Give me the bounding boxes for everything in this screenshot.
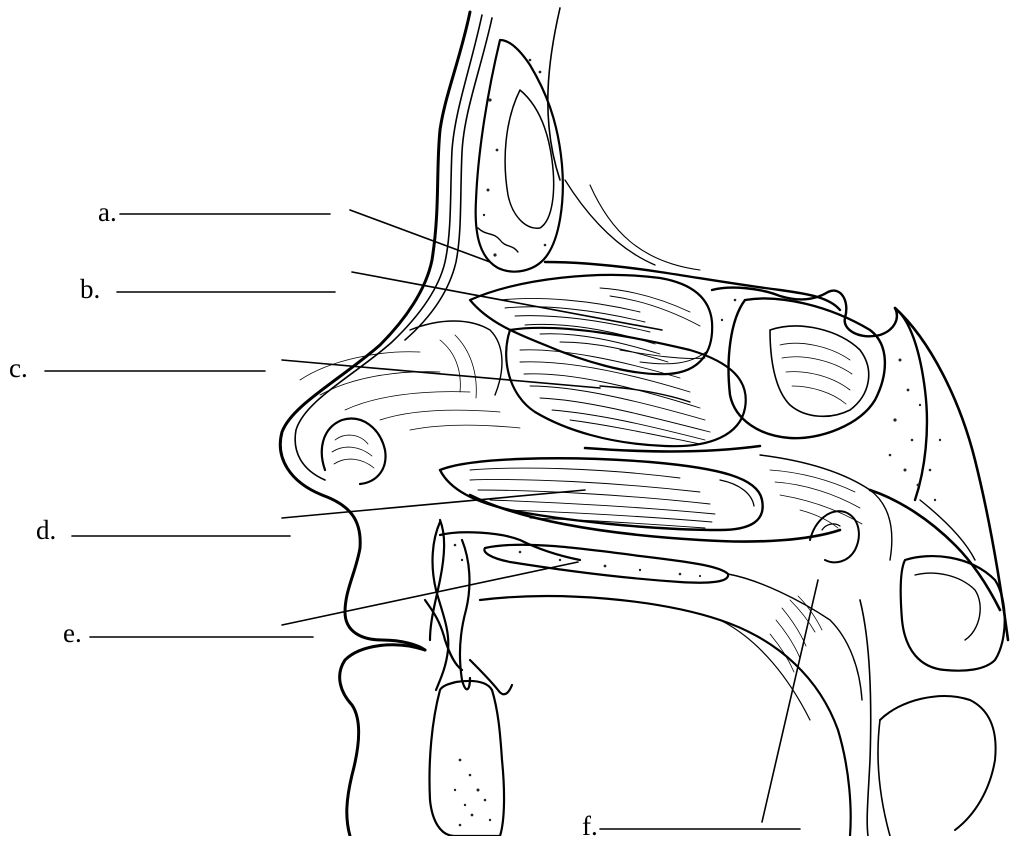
label-a: a.: [98, 199, 117, 226]
cervical-vertebra: [860, 556, 1005, 836]
label-d: d.: [36, 517, 56, 544]
inferior-concha-hatching: [470, 468, 754, 528]
skin-layers: [295, 8, 560, 480]
oral-cavity: [480, 574, 862, 836]
middle-concha-hatching: [520, 350, 710, 444]
nasal-vestibule: [322, 321, 502, 484]
soft-palate-hatching: [770, 596, 822, 672]
lower-incisor: [429, 681, 504, 836]
pharynx-hatching: [770, 470, 862, 528]
label-b: b.: [80, 276, 100, 303]
nasal-bone-dots: [483, 59, 547, 257]
label-c: c.: [9, 355, 28, 382]
vestibule-hatching: [300, 335, 520, 468]
sphenoid-hatching: [780, 343, 852, 404]
label-e: e.: [63, 620, 82, 647]
jaw-bone-dots: [454, 759, 491, 827]
skull-base: [870, 308, 1008, 640]
face-profile: [280, 12, 470, 836]
upper-incisor: [425, 522, 512, 694]
superior-concha-hatching: [500, 288, 706, 364]
